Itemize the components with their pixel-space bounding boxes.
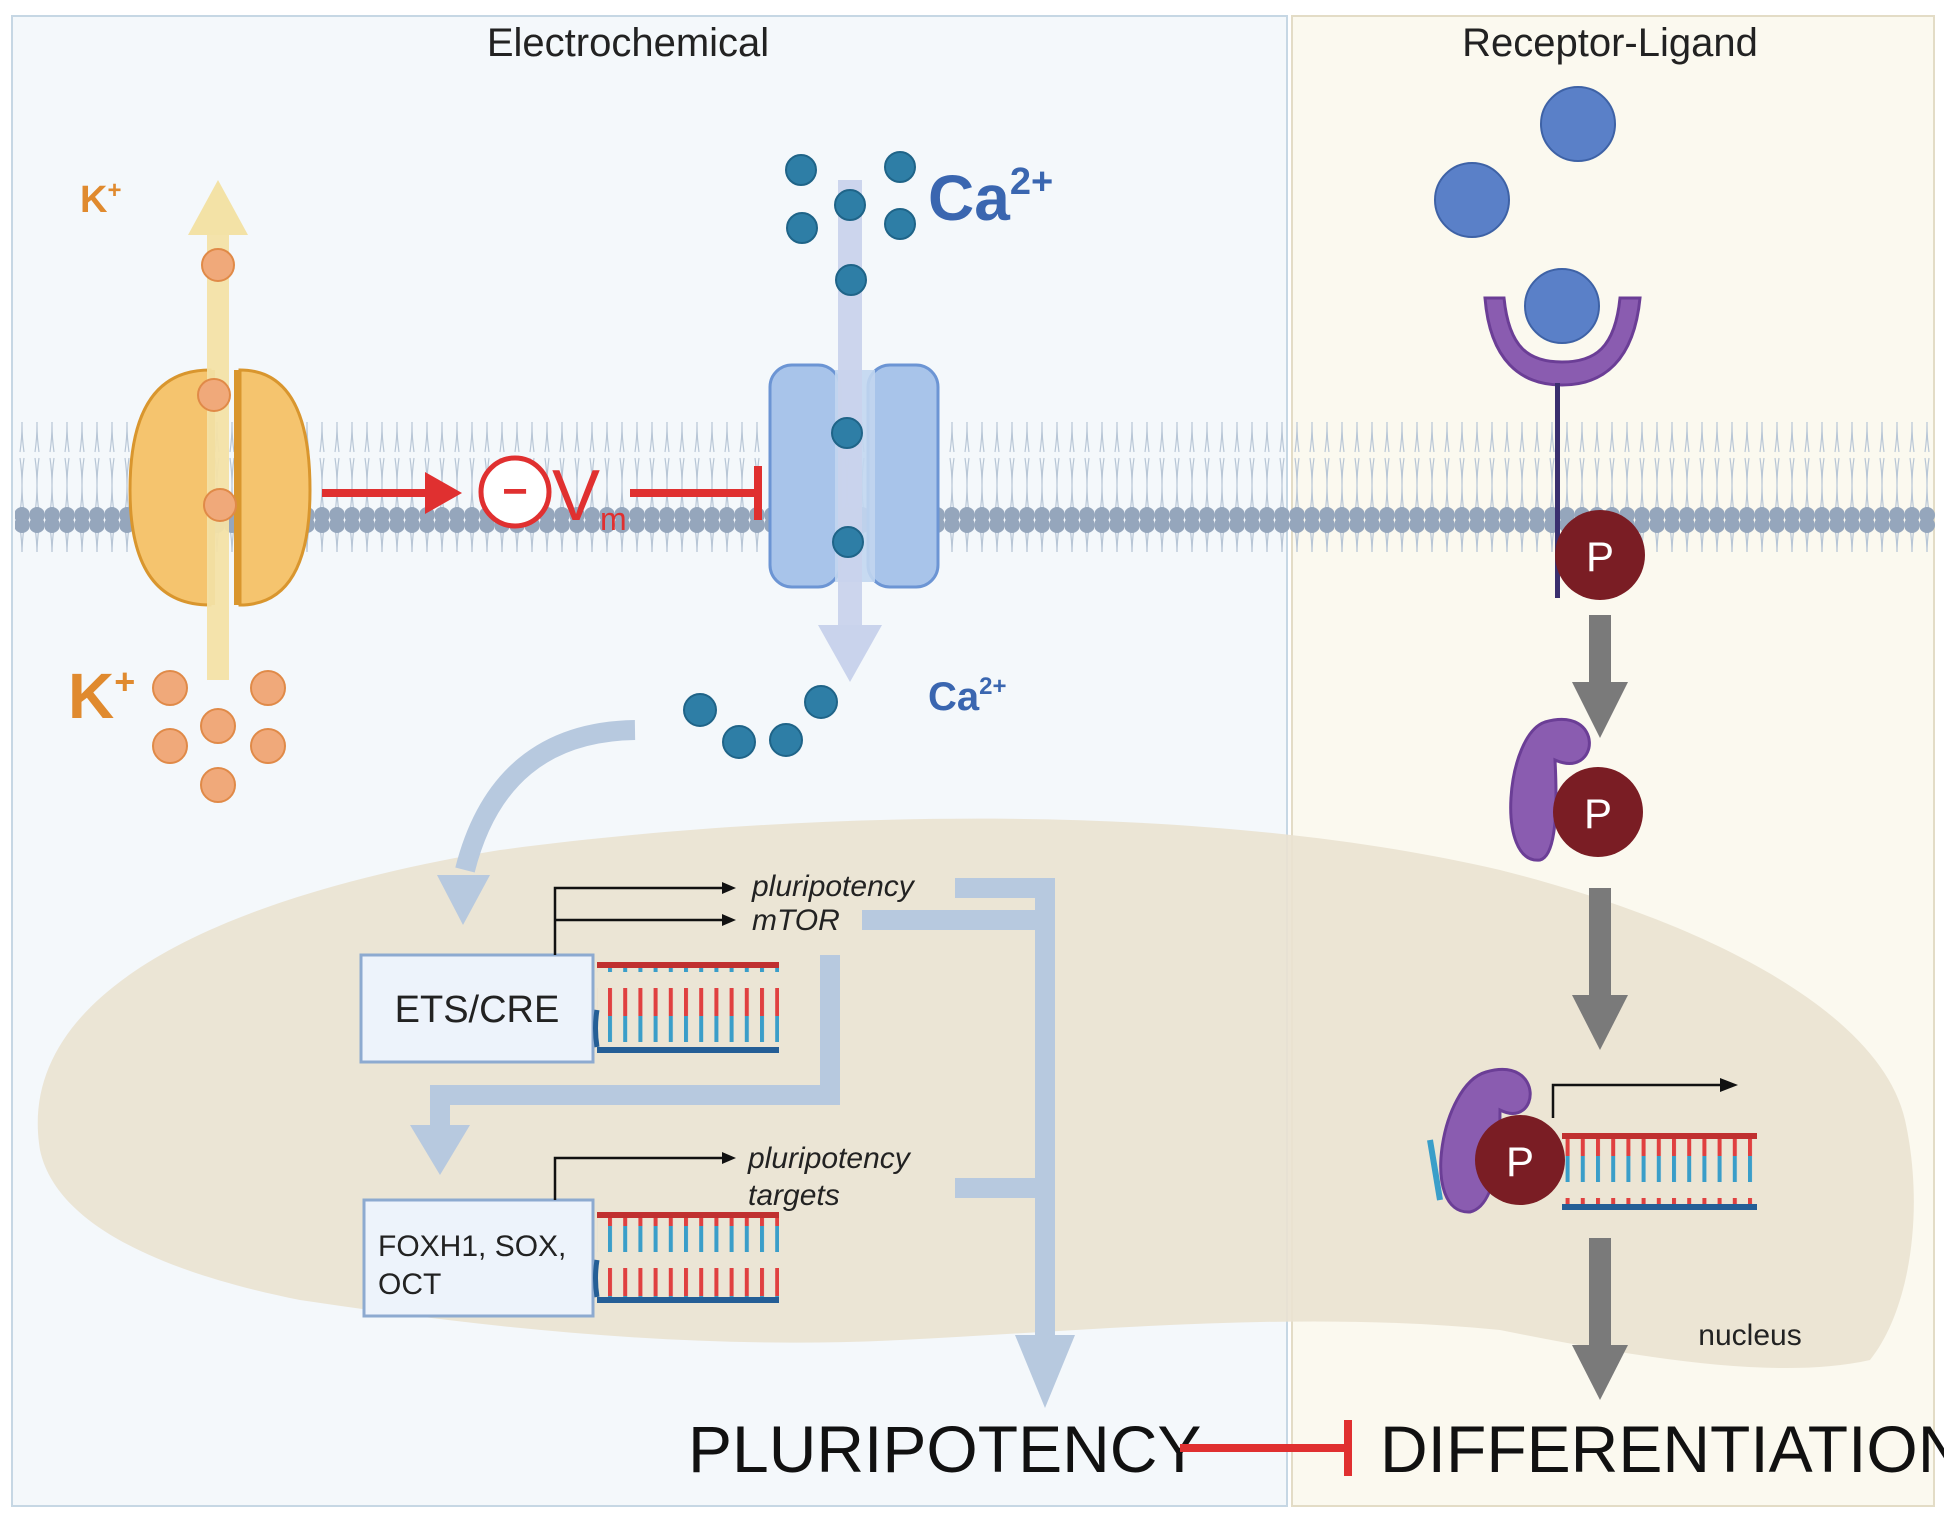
ca-ion-label-bottom: Ca2+ xyxy=(928,673,1007,719)
signal-arrow-2 xyxy=(1572,888,1628,1050)
phospho-label-2: P xyxy=(1584,790,1612,837)
k-ion xyxy=(203,488,237,522)
calcium-influx-arrow xyxy=(818,180,882,682)
ca-ion xyxy=(832,526,864,558)
ets-cre-label: ETS/CRE xyxy=(395,989,560,1031)
phospho-label-1: P xyxy=(1586,533,1614,580)
hyperpolarization-arrow xyxy=(322,472,462,514)
ligands xyxy=(1434,86,1616,344)
dna-3 xyxy=(1562,1135,1757,1207)
ca-ion xyxy=(834,189,866,221)
phospho-label-3: P xyxy=(1506,1138,1534,1185)
ets-cre-promoter-box xyxy=(359,953,595,1064)
ca-ion xyxy=(683,693,717,727)
electrochemical-title: Electrochemical xyxy=(487,21,769,65)
potassium-efflux-arrow xyxy=(188,180,248,680)
vm-sign: − xyxy=(502,467,528,516)
signal-arrow-3 xyxy=(1572,1238,1628,1400)
dna-2 xyxy=(597,1212,779,1300)
differentiation-outcome: DIFFERENTIATION xyxy=(1380,1412,1944,1486)
gene-pluripotency-targets-line1: pluripotency xyxy=(747,1142,912,1175)
phospho-effector: P xyxy=(1509,718,1643,862)
receptor-ligand-title: Receptor-Ligand xyxy=(1462,21,1758,65)
calcium-signal-arrow xyxy=(455,720,636,873)
transcription-complex: P xyxy=(1427,1068,1757,1214)
dna-1 xyxy=(597,962,779,1050)
transcription-arrow xyxy=(553,1156,732,1200)
transcription-arrow xyxy=(1551,1083,1728,1118)
ligand xyxy=(1434,162,1510,238)
potassium-ions xyxy=(152,248,286,803)
gene-unit-ets-cre: ETS/CRE pluripotency mTOR xyxy=(359,870,916,1064)
ca-ion xyxy=(722,725,756,759)
k-ion xyxy=(200,708,236,744)
gene-mtor: mTOR xyxy=(752,904,840,937)
pluripotency-outcome: PLURIPOTENCY xyxy=(688,1412,1201,1486)
pluripotency-merge-arrow xyxy=(862,878,1055,1340)
foxh1-label-line1: FOXH1, SOX, xyxy=(378,1230,566,1263)
transcription-arrow xyxy=(553,886,732,955)
signal-arrow-1 xyxy=(1572,615,1628,738)
k-ion xyxy=(250,728,286,764)
k-ion xyxy=(152,728,188,764)
ca-ion xyxy=(884,151,916,183)
k-ion xyxy=(200,767,236,803)
k-ion xyxy=(197,378,231,412)
ca-ion xyxy=(786,212,818,244)
gene-unit-foxh1: FOXH1, SOX, OCT pluripotency targets xyxy=(362,1142,912,1318)
k-ion xyxy=(250,670,286,706)
phospho-receptor: P xyxy=(1555,510,1645,600)
ca-ion xyxy=(831,417,863,449)
ca-ion-label-top: Ca2+ xyxy=(928,161,1053,234)
ca-ion xyxy=(835,264,867,296)
ligand xyxy=(1540,86,1616,162)
ca-ion xyxy=(785,154,817,186)
ca-ion xyxy=(884,208,916,240)
membrane-potential-symbol: − Vm xyxy=(478,455,627,537)
vm-inhibition-line xyxy=(630,466,762,520)
gene-pluripotency-targets-line2: targets xyxy=(748,1179,840,1212)
k-ion-label-top: K+ xyxy=(80,177,121,221)
ligand-bound xyxy=(1524,268,1600,344)
nucleus-label: nucleus xyxy=(1698,1319,1801,1352)
mtor-signal-arrow xyxy=(430,955,840,1130)
gene-pluripotency: pluripotency xyxy=(751,870,916,903)
k-ion-label-bottom: K+ xyxy=(68,660,135,732)
receptor xyxy=(1483,296,1642,598)
calcium-ions xyxy=(683,151,916,759)
k-ion xyxy=(201,248,235,282)
k-ion xyxy=(152,670,188,706)
pluripotency-inhibits-differentiation xyxy=(1180,1420,1352,1476)
ca-ion xyxy=(769,723,803,757)
foxh1-label-line2: OCT xyxy=(378,1268,441,1301)
ca-ion xyxy=(804,685,838,719)
foxh1-promoter-box xyxy=(362,1198,595,1318)
vm-label: Vm xyxy=(552,456,627,537)
